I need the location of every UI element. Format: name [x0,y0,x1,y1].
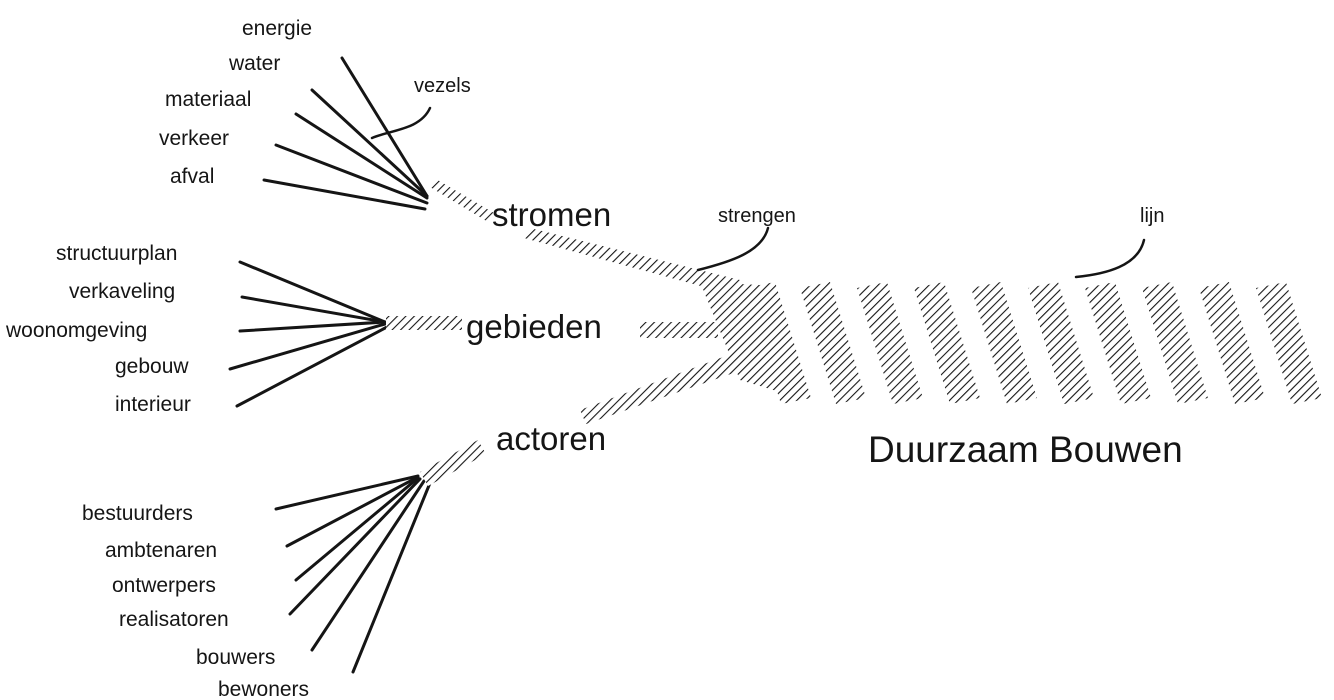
annotation-label-strengen: strengen [718,205,796,227]
rope-segment [857,282,923,404]
fiber-label-gebouw: gebouw [115,355,189,378]
rope-segment [1256,282,1322,404]
rope-segment [800,282,866,404]
fiber-label-interieur: interieur [115,393,191,416]
fiber-label-materiaal: materiaal [165,88,251,111]
twisted-rope [745,282,1322,404]
fiber-label-verkaveling: verkaveling [69,280,175,303]
strand-band-middle [640,322,718,338]
annotation-lijn: lijn [1074,205,1164,279]
fiber-label-afval: afval [170,165,214,188]
fiber-label-bouwers: bouwers [196,646,275,669]
strand-label-gebieden: gebieden [466,308,602,345]
strand-band-lower [580,350,748,424]
fiber-lines-gebieden [228,260,389,408]
annotation-label-vezels: vezels [414,75,471,97]
strand-stromen: energie water materiaal verkeer afval st… [159,17,611,233]
converging-strands [524,228,790,424]
strand-actoren: bestuurders ambtenaren ontwerpers realis… [82,420,606,700]
fiber-label-energie: energie [242,17,312,40]
annotation-label-lijn: lijn [1140,205,1164,227]
hatched-strand-actoren [420,440,486,486]
rope-segment [1085,282,1151,404]
fiber-label-water: water [228,52,280,75]
strand-gebieden: structuurplan verkaveling woonomgeving g… [5,242,602,416]
strand-merge-knot [700,282,790,395]
rope-segment [745,282,811,404]
rope-segment [1199,282,1265,404]
hatched-strand-gebieden [386,316,462,330]
fiber-label-structuurplan: structuurplan [56,242,177,265]
fiber-label-ambtenaren: ambtenaren [105,539,217,562]
strand-label-actoren: actoren [496,420,606,457]
rope-segment [1028,282,1094,404]
rope-segment [1142,282,1208,404]
rope-segment [971,282,1037,404]
fiber-lines-actoren [274,474,432,674]
diagram-title: Duurzaam Bouwen [868,429,1183,470]
rope-segment [914,282,980,404]
fiber-label-realisatoren: realisatoren [119,608,229,631]
fiber-lines-stromen [262,56,429,211]
fiber-label-bewoners: bewoners [218,678,309,700]
annotation-vezels: vezels [370,75,471,140]
strand-band-upper [524,228,740,294]
hatched-strand-stromen [430,179,494,222]
annotation-strengen: strengen [696,205,796,272]
fiber-label-woonomgeving: woonomgeving [5,319,147,342]
strand-label-stromen: stromen [492,196,611,233]
fiber-label-ontwerpers: ontwerpers [112,574,216,597]
fiber-label-verkeer: verkeer [159,127,229,150]
fiber-label-bestuurders: bestuurders [82,502,193,525]
